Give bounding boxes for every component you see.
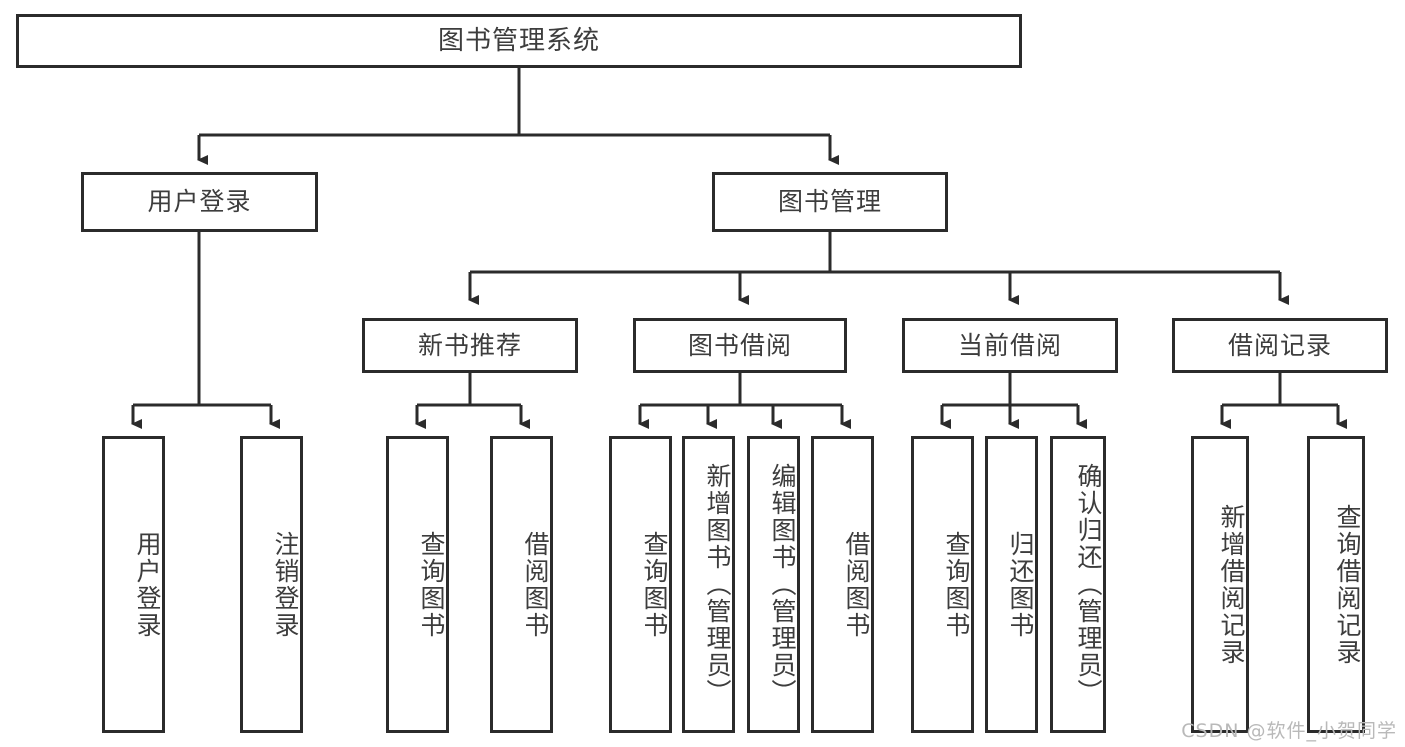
leaf-current-borrow-return[interactable]: 归还图书 (985, 436, 1038, 733)
node-label: 注销登录 (271, 530, 300, 639)
node-current-borrow[interactable]: 当前借阅 (902, 318, 1118, 373)
node-label: 查询图书 (942, 530, 971, 639)
leaf-new-book-query[interactable]: 查询图书 (386, 436, 449, 733)
node-label: 用户登录 (133, 530, 162, 639)
node-label: 查询图书 (640, 530, 669, 639)
leaf-user-login-signout[interactable]: 注销登录 (240, 436, 303, 733)
node-borrow-record[interactable]: 借阅记录 (1172, 318, 1388, 373)
node-label: 图书管理系统 (437, 25, 600, 56)
node-label: 借阅图书 (842, 530, 871, 639)
leaf-new-book-borrow[interactable]: 借阅图书 (490, 436, 553, 733)
node-label: 当前借阅 (957, 330, 1062, 360)
leaf-current-borrow-query[interactable]: 查询图书 (911, 436, 974, 733)
node-book-management[interactable]: 图书管理 (712, 172, 948, 232)
node-label: 新增借阅记录 (1217, 503, 1246, 666)
node-label: 编辑图书（管理员） (768, 463, 797, 706)
leaf-borrow-record-query[interactable]: 查询借阅记录 (1307, 436, 1365, 733)
leaf-book-borrow-lend[interactable]: 借阅图书 (811, 436, 874, 733)
node-book-borrow[interactable]: 图书借阅 (633, 318, 847, 373)
node-label: 图书借阅 (687, 330, 792, 360)
node-label: 图书管理 (777, 187, 882, 217)
node-root-system[interactable]: 图书管理系统 (16, 14, 1022, 68)
watermark-text: CSDN @软件_小贺同学 (1181, 720, 1397, 742)
node-label: 借阅记录 (1227, 330, 1332, 360)
node-label: 新增图书（管理员） (703, 463, 732, 706)
node-user-login[interactable]: 用户登录 (81, 172, 318, 232)
node-label: 新书推荐 (417, 330, 522, 360)
node-label: 归还图书 (1006, 530, 1035, 639)
node-new-book-recommend[interactable]: 新书推荐 (362, 318, 578, 373)
leaf-borrow-record-add[interactable]: 新增借阅记录 (1191, 436, 1249, 733)
node-label: 查询借阅记录 (1333, 503, 1362, 666)
leaf-book-borrow-query[interactable]: 查询图书 (609, 436, 672, 733)
node-label: 用户登录 (147, 187, 252, 217)
node-label: 查询图书 (417, 530, 446, 639)
node-label: 借阅图书 (521, 530, 550, 639)
leaf-book-borrow-add[interactable]: 新增图书（管理员） (682, 436, 735, 733)
leaf-book-borrow-edit[interactable]: 编辑图书（管理员） (747, 436, 800, 733)
node-label: 确认归还（管理员） (1074, 463, 1103, 706)
leaf-user-login-signin[interactable]: 用户登录 (102, 436, 165, 733)
leaf-current-borrow-confirm[interactable]: 确认归还（管理员） (1050, 436, 1106, 733)
